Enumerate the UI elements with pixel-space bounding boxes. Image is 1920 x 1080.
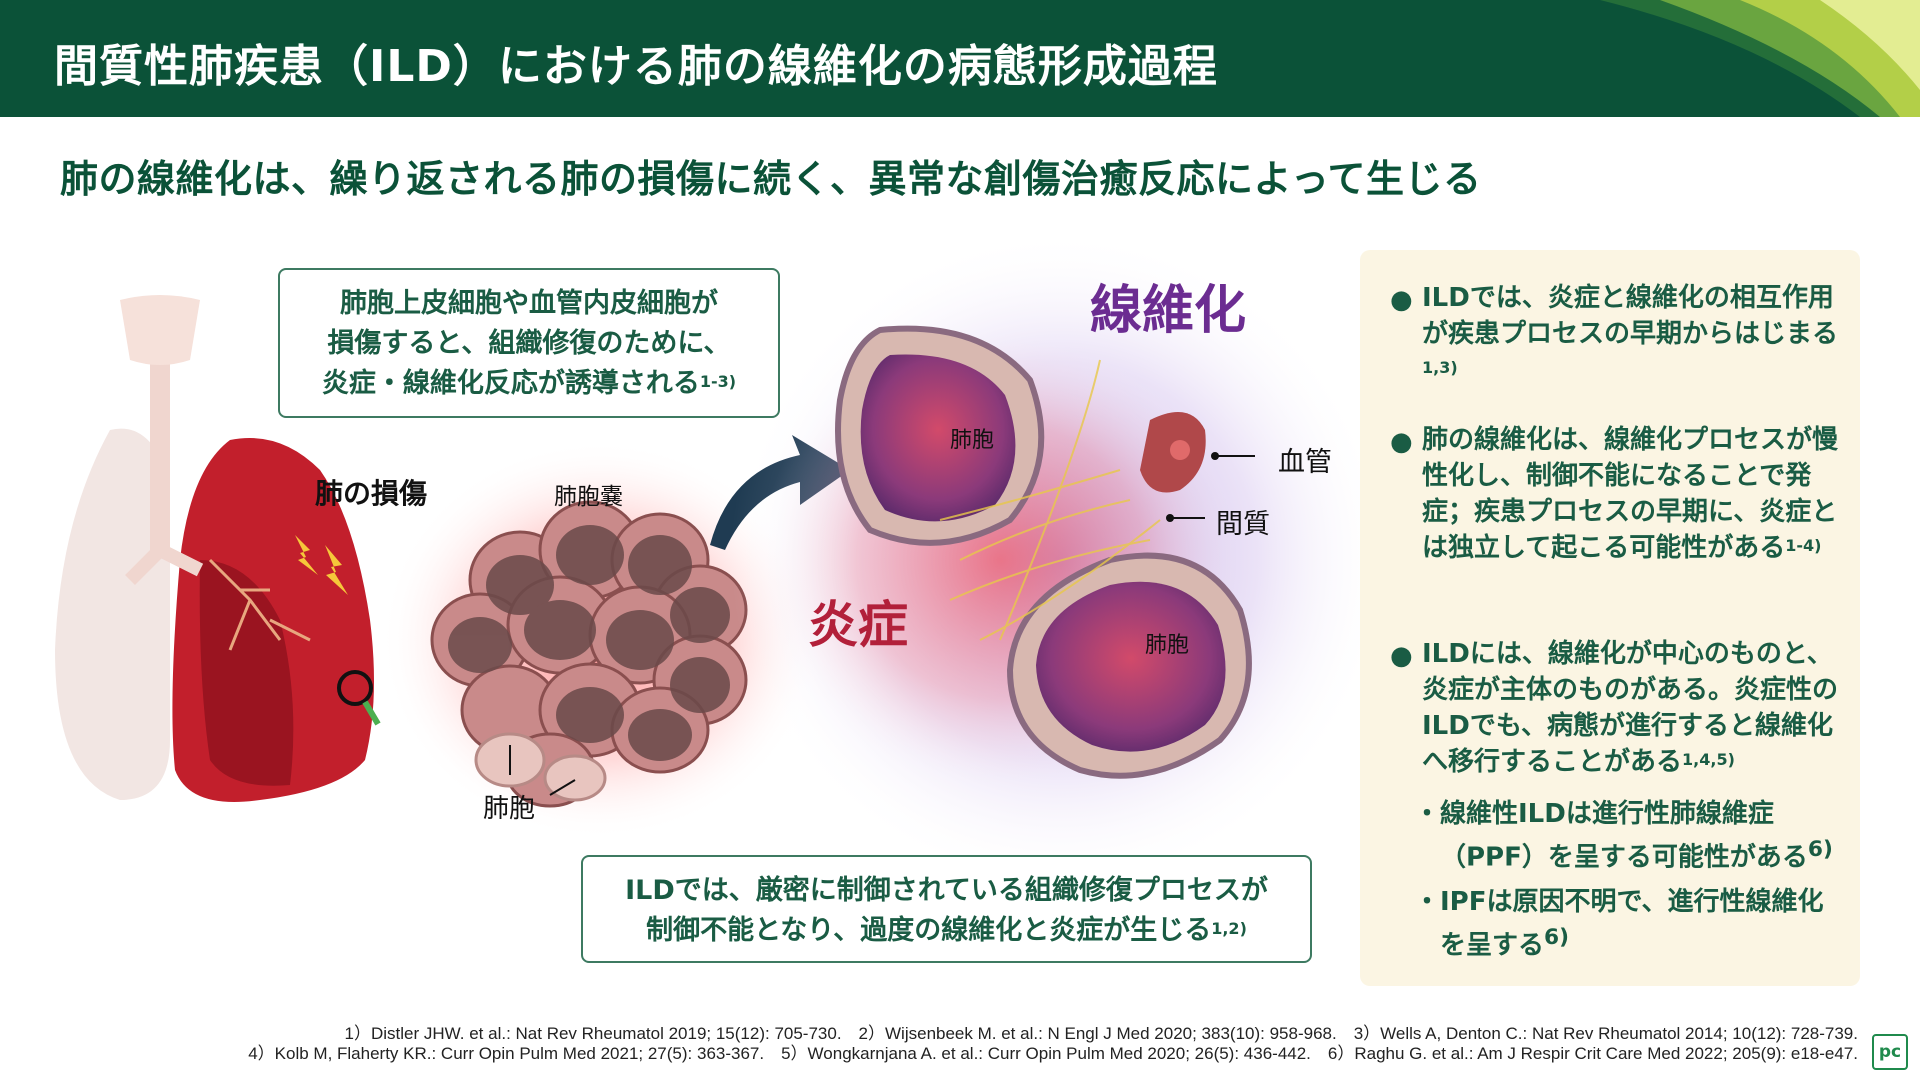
- key-point-1-text: ILDでは、炎症と線維化の相互作用が疾患プロセスの早期からはじまる: [1422, 283, 1839, 349]
- header-bar: 間質性肺疾患（ILD）における肺の線維化の病態形成過程: [0, 0, 1920, 117]
- callout-top-line2: 損傷すると、組織修復のために、: [327, 328, 731, 359]
- alveolus-label-bottom: 肺胞: [1145, 633, 1190, 658]
- sub-bullet-dot: ・: [1414, 799, 1441, 829]
- alveolar-sac-illustration: [380, 440, 820, 840]
- bullet-dot: ●: [1390, 285, 1413, 315]
- callout-bottom-line2: 制御不能となり、過度の線維化と炎症が生じる: [646, 915, 1212, 946]
- bullet-dot: ●: [1390, 427, 1413, 457]
- key-point-2: ● 肺の線維化は、線維化プロセスが慢性化し、制御不能になることで発症；疾患プロセ…: [1390, 422, 1850, 566]
- pathogenesis-illustration: [55, 230, 1360, 890]
- alveolus-label-top: 肺胞: [950, 428, 995, 453]
- references: 1）Distler JHW. et al.: Nat Rev Rheumatol…: [248, 1024, 1858, 1064]
- sub-point-2: ・ IPFは原因不明で、進行性線維化を呈する6): [1414, 884, 1844, 964]
- interstitium-label: 間質: [1216, 509, 1270, 540]
- key-point-3: ● ILDには、線維化が中心のものと、炎症が主体のものがある。炎症性のILDでも…: [1390, 636, 1850, 780]
- callout-ild-dysregulation: ILDでは、厳密に制御されている組織修復プロセスが 制御不能となり、過度の線維化…: [581, 855, 1312, 963]
- key-point-3-text: ILDには、線維化が中心のものと、炎症が主体のものがある。炎症性のILDでも、病…: [1422, 639, 1839, 777]
- header-decoration: [1600, 0, 1920, 117]
- callout-bottom-ref: 1,2): [1211, 919, 1247, 938]
- reference-line-1: 1）Distler JHW. et al.: Nat Rev Rheumatol…: [344, 1024, 1858, 1043]
- lung-injury-label: 肺の損傷: [315, 477, 428, 510]
- key-point-2-text: 肺の線維化は、線維化プロセスが慢性化し、制御不能になることで発症；疾患プロセスの…: [1422, 425, 1839, 563]
- sub-point-1: ・ 線維性ILDは進行性肺線維症（PPF）を呈する可能性がある6): [1414, 796, 1844, 876]
- fibrosis-label: 線維化: [1090, 281, 1247, 341]
- callout-top-ref: 1-3): [699, 372, 737, 391]
- sub-point-2-text: IPFは原因不明で、進行性線維化を呈する: [1440, 887, 1824, 961]
- alveolar-sac-label: 肺胞嚢: [554, 484, 623, 510]
- inflammation-label: 炎症: [808, 596, 908, 654]
- callout-injury-response: 肺胞上皮細胞や血管内皮細胞が 損傷すると、組織修復のために、 炎症・線維化反応が…: [278, 268, 780, 418]
- blood-vessel-label: 血管: [1278, 447, 1332, 478]
- alveolus-label-left: 肺胞: [483, 794, 536, 824]
- callout-top-line3: 炎症・線維化反応が誘導される: [321, 368, 700, 399]
- bullet-dot: ●: [1390, 641, 1413, 671]
- key-point-1-ref: 1,3): [1422, 358, 1458, 377]
- company-logo: pc: [1872, 1034, 1908, 1070]
- page-subtitle: 肺の線維化は、繰り返される肺の損傷に続く、異常な創傷治癒反応によって生じる: [60, 157, 1482, 201]
- lung-illustration: [55, 295, 381, 802]
- page-title: 間質性肺疾患（ILD）における肺の線維化の病態形成過程: [54, 41, 1218, 92]
- reference-line-2: 4）Kolb M, Flaherty KR.: Curr Opin Pulm M…: [248, 1044, 1858, 1063]
- alveoli-fibrosis-illustration: [730, 230, 1360, 890]
- key-point-2-ref: 1-4): [1785, 536, 1822, 555]
- callout-bottom-line1: ILDでは、厳密に制御されている組織修復プロセスが: [625, 875, 1268, 906]
- sub-bullet-dot: ・: [1414, 887, 1441, 917]
- sub-point-1-ref: 6): [1807, 837, 1833, 862]
- key-point-1: ● ILDでは、炎症と線維化の相互作用が疾患プロセスの早期からはじまる 1,3): [1390, 280, 1850, 388]
- key-point-3-ref: 1,4,5): [1682, 750, 1735, 769]
- sub-point-1-text: 線維性ILDは進行性肺線維症（PPF）を呈する可能性がある: [1440, 799, 1808, 873]
- key-points-panel: ● ILDでは、炎症と線維化の相互作用が疾患プロセスの早期からはじまる1,3) …: [1360, 250, 1860, 986]
- sub-point-2-ref: 6): [1544, 925, 1569, 950]
- callout-top-line1: 肺胞上皮細胞や血管内皮細胞が: [340, 288, 718, 319]
